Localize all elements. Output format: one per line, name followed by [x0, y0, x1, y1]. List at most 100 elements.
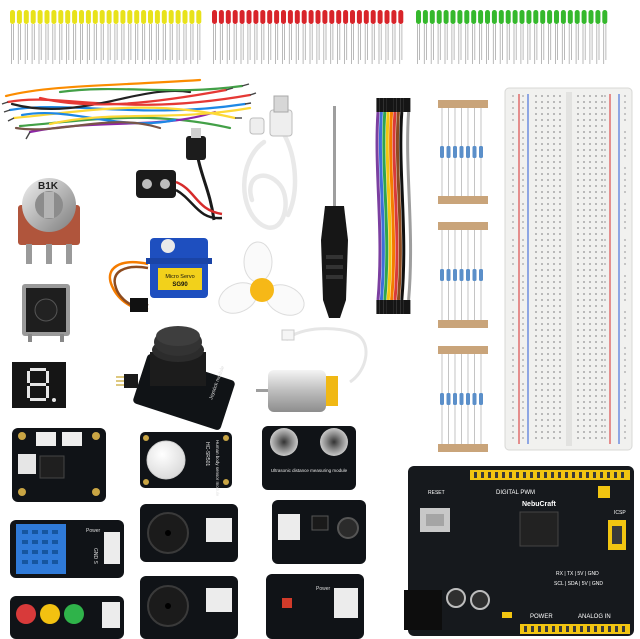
led — [363, 10, 369, 64]
led — [30, 10, 36, 64]
led — [281, 10, 286, 64]
led — [436, 10, 442, 64]
photoresistor-power-tag: Power — [316, 586, 331, 592]
led — [343, 10, 349, 64]
led — [377, 10, 383, 64]
led — [422, 10, 428, 64]
relay-module — [12, 428, 106, 502]
dc-motor — [256, 327, 368, 412]
led — [225, 10, 231, 64]
board-pins-row1: RX | TX | 5V | GND — [556, 571, 599, 577]
led — [602, 10, 608, 64]
led — [51, 10, 57, 64]
led — [274, 10, 280, 64]
yellow-led-row — [10, 10, 202, 64]
led — [294, 10, 300, 64]
buzzer-module-1 — [140, 504, 238, 562]
board-digital-label: DIGITAL PWM — [496, 490, 535, 496]
led — [72, 10, 78, 64]
dc-barrel-plug-cable — [186, 128, 216, 221]
board-reset-label: RESET — [428, 490, 445, 496]
green-led-row — [416, 10, 608, 64]
led — [416, 10, 421, 64]
led — [99, 10, 105, 64]
potentiometer: B1K — [18, 178, 80, 264]
led — [384, 10, 390, 64]
led — [370, 10, 376, 64]
led — [134, 10, 140, 64]
led — [58, 10, 64, 64]
board-power-label: POWER — [530, 614, 553, 620]
led — [127, 10, 133, 64]
led — [141, 10, 147, 64]
board-pins-row2: SCL | SDA | 5V | GND — [554, 581, 603, 587]
led — [595, 10, 601, 64]
led — [301, 10, 307, 64]
photoresistor-module: Power — [266, 574, 364, 639]
dht-pins: GND S — [92, 548, 98, 565]
led — [189, 10, 195, 64]
led — [154, 10, 160, 64]
led — [560, 10, 566, 64]
led — [239, 10, 245, 64]
led — [567, 10, 573, 64]
led — [574, 10, 580, 64]
led — [92, 10, 98, 64]
led — [533, 10, 539, 64]
board-icsp-label: ICSP — [614, 510, 626, 516]
led — [581, 10, 587, 64]
led — [16, 10, 22, 64]
led — [505, 10, 511, 64]
jumper-pin-ends — [1, 83, 257, 140]
led — [322, 10, 328, 64]
led — [106, 10, 112, 64]
servo-label: Micro Servo — [165, 274, 194, 280]
breadboard — [504, 87, 633, 451]
usb-connector — [249, 95, 293, 137]
tactile-push-button — [22, 284, 70, 342]
led — [267, 10, 273, 64]
led — [65, 10, 71, 64]
led — [478, 10, 484, 64]
led — [182, 10, 188, 64]
led — [308, 10, 314, 64]
red-led-row — [212, 10, 404, 64]
led — [246, 10, 252, 64]
led — [120, 10, 126, 64]
led — [148, 10, 153, 64]
led — [175, 10, 181, 64]
led — [168, 10, 174, 64]
led — [329, 10, 335, 64]
ribbon-jumper-cable — [375, 98, 413, 314]
led — [113, 10, 119, 64]
board-brand: NebuCraft — [522, 501, 557, 508]
led — [512, 10, 518, 64]
led — [260, 10, 266, 64]
usb-cable — [242, 125, 298, 230]
pir-model-label: HC-SR501 — [204, 442, 210, 466]
led — [443, 10, 449, 64]
servo-model: SG90 — [172, 282, 188, 288]
fan-propeller — [218, 241, 305, 316]
led — [554, 10, 559, 64]
led — [540, 10, 546, 64]
dht-power-tag: Power — [86, 528, 101, 534]
led — [212, 10, 217, 64]
led — [253, 10, 259, 64]
led — [498, 10, 504, 64]
sound-sensor-module — [272, 500, 366, 564]
jumper-wire-bundle — [4, 78, 252, 134]
led — [315, 10, 321, 64]
led — [391, 10, 397, 64]
led — [429, 10, 435, 64]
led — [450, 10, 456, 64]
led — [37, 10, 43, 64]
pir-caption: Human body sensor module — [215, 440, 220, 497]
resistor-strips — [438, 100, 488, 452]
led — [196, 10, 202, 64]
led — [398, 10, 404, 64]
led — [547, 10, 553, 64]
led — [10, 10, 15, 64]
microcontroller-board: NebuCraft DIGITAL PWM RX | TX | 5V | GND… — [404, 466, 634, 636]
